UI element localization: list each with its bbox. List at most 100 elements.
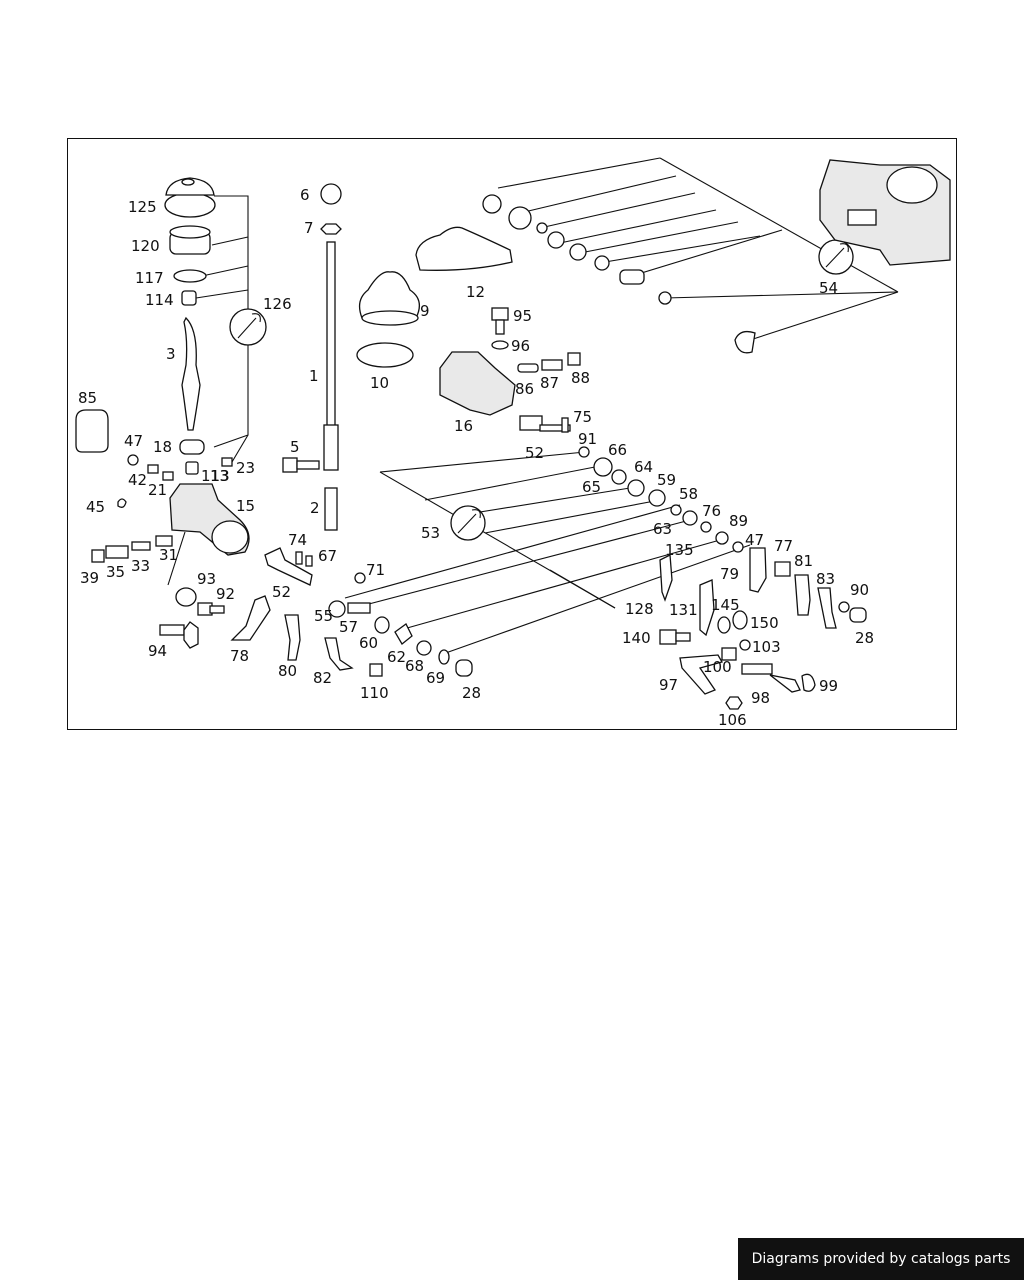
- callout-100: 100: [703, 658, 732, 676]
- bolt-95: [491, 307, 509, 321]
- callout-63: 63: [653, 520, 672, 538]
- bolt-94: [159, 624, 185, 636]
- callout-74: 74: [288, 531, 307, 549]
- nut-150: [732, 610, 748, 630]
- plug-39: [91, 549, 105, 563]
- callout-78: 78: [230, 647, 249, 665]
- spring-87: [541, 359, 563, 371]
- callout-88: 88: [571, 369, 590, 387]
- spring-35: [105, 545, 129, 559]
- circlip-top: [482, 194, 502, 214]
- lever-79: [749, 547, 767, 593]
- ring-60: [374, 616, 390, 634]
- callout-113: 113: [201, 467, 230, 485]
- callout-106: 106: [718, 711, 747, 729]
- clip-110: [369, 663, 383, 677]
- pin-67: [305, 555, 313, 567]
- lever-78: [230, 595, 271, 641]
- washer-93: [175, 587, 197, 607]
- callout-60: 60: [359, 634, 378, 652]
- callout-117: 117: [135, 269, 164, 287]
- callout-126: 126: [263, 295, 292, 313]
- lever-81: [794, 574, 811, 616]
- callout-28-a: 28: [462, 684, 481, 702]
- wrench-icon-53: [450, 505, 486, 541]
- callout-128: 128: [625, 600, 654, 618]
- callout-98: 98: [751, 689, 770, 707]
- callout-92: 92: [216, 585, 235, 603]
- callout-66: 66: [608, 441, 627, 459]
- callout-57: 57: [339, 618, 358, 636]
- catalog-credit-badge: Diagrams provided by catalogs parts: [738, 1238, 1024, 1280]
- clip-52: [519, 415, 543, 431]
- clip-99: [801, 673, 816, 692]
- callout-97: 97: [659, 676, 678, 694]
- callout-62: 62: [387, 648, 406, 666]
- callout-69: 69: [426, 669, 445, 687]
- callout-114: 114: [145, 291, 174, 309]
- clip-69: [438, 649, 450, 665]
- callout-16: 16: [454, 417, 473, 435]
- callout-59: 59: [657, 471, 676, 489]
- ring-90: [838, 601, 850, 613]
- spring-114: [181, 290, 197, 306]
- callout-64: 64: [634, 458, 653, 476]
- wrench-icon-54: [818, 239, 854, 275]
- bushing-13: [185, 461, 199, 475]
- lever-80: [284, 614, 301, 661]
- callout-150: 150: [750, 614, 779, 632]
- callout-145: 145: [711, 596, 740, 614]
- pin-86: [517, 363, 539, 373]
- callout-140: 140: [622, 629, 651, 647]
- callout-81: 81: [794, 552, 813, 570]
- leader-lines: [195, 157, 899, 656]
- callout-52-a: 52: [525, 444, 544, 462]
- callout-labels: 1 2 3 5 6 7 9 10 12 13 15 16 18 21 23 28…: [78, 186, 874, 729]
- ring-71: [354, 572, 366, 584]
- callout-18: 18: [153, 438, 172, 456]
- callout-135: 135: [665, 541, 694, 559]
- rod-1: [326, 241, 336, 443]
- rod-97: [679, 654, 723, 695]
- plate-62: [394, 623, 413, 645]
- washer-117: [173, 269, 207, 283]
- callout-103: 103: [752, 638, 781, 656]
- callout-86: 86: [515, 380, 534, 398]
- callout-21: 21: [148, 481, 167, 499]
- callout-45: 45: [86, 498, 105, 516]
- boot-9: [358, 271, 421, 319]
- bolt-5: [282, 457, 298, 473]
- nut-106: [725, 696, 743, 710]
- callout-80: 80: [278, 662, 297, 680]
- bushing-28a: [455, 659, 473, 677]
- sleeve-2: [324, 487, 338, 531]
- pin-33: [131, 541, 151, 551]
- callout-15: 15: [236, 497, 255, 515]
- callout-2: 2: [310, 499, 320, 517]
- diagram-frame: [67, 138, 957, 730]
- callout-89: 89: [729, 512, 748, 530]
- callout-52-b: 52: [272, 583, 291, 601]
- lever-131: [699, 579, 715, 637]
- part-drawings: [75, 159, 951, 710]
- cover-12: [415, 226, 513, 271]
- callout-28-b: 28: [855, 629, 874, 647]
- callout-85: 85: [78, 389, 97, 407]
- callout-35: 35: [106, 563, 125, 581]
- callout-13: 13: [210, 467, 229, 485]
- callout-79: 79: [720, 565, 739, 583]
- plate-85: [75, 409, 109, 453]
- lever-83: [817, 587, 837, 629]
- callout-23: 23: [236, 459, 255, 477]
- callout-71: 71: [366, 561, 385, 579]
- callout-7: 7: [304, 219, 314, 237]
- callout-47-b: 47: [745, 531, 764, 549]
- callout-54: 54: [819, 279, 838, 297]
- callout-47-a: 47: [124, 432, 143, 450]
- callout-10: 10: [370, 374, 389, 392]
- ring-10: [356, 342, 414, 368]
- pin-100: [721, 647, 737, 661]
- pin-75: [561, 417, 569, 433]
- callout-99: 99: [819, 677, 838, 695]
